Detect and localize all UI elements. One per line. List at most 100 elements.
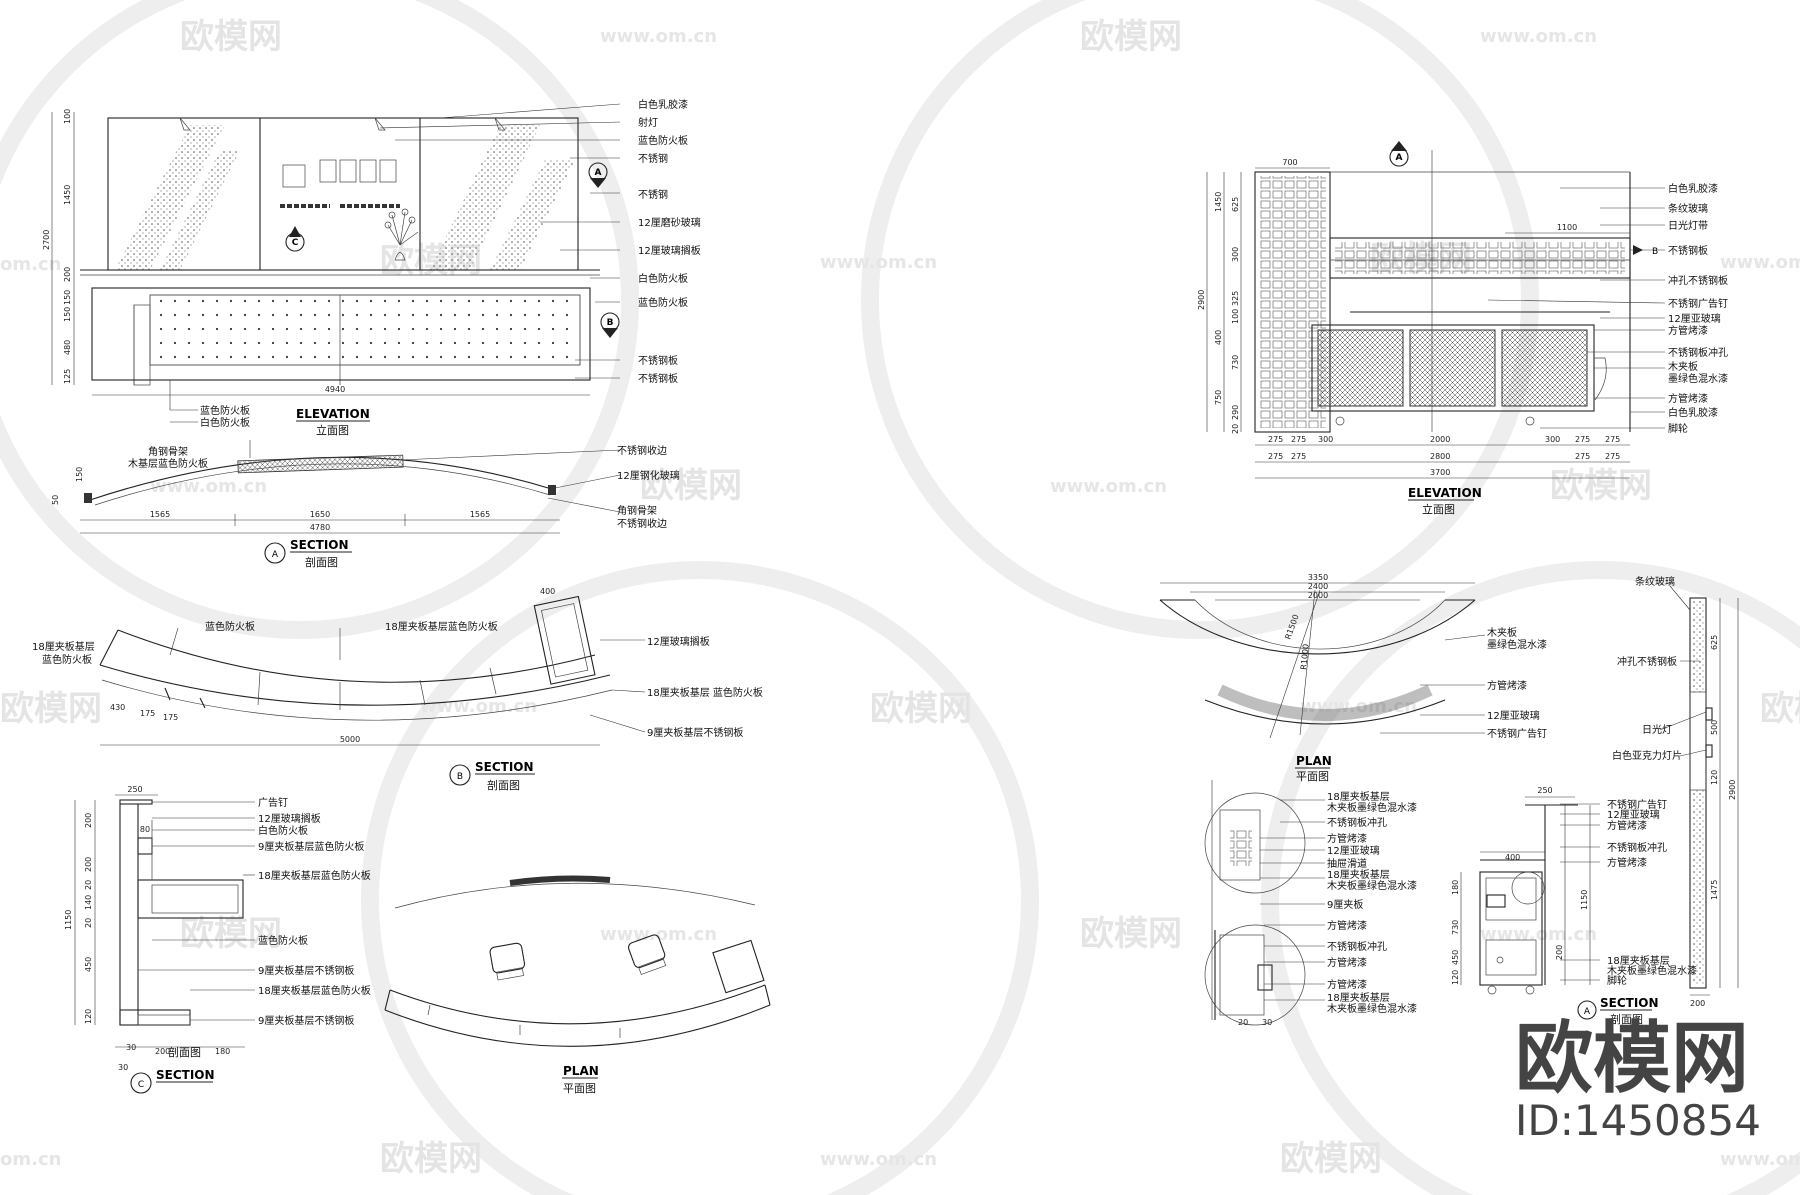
material-callouts	[1487, 187, 1666, 429]
section-marker-a: A	[1389, 141, 1409, 167]
section-marker-a: A	[588, 162, 608, 188]
svg-text:木夹板: 木夹板	[1668, 360, 1698, 373]
brand-name: 欧模网	[1515, 1014, 1749, 1104]
view-title: PLAN	[563, 1064, 599, 1078]
svg-text:120: 120	[1451, 970, 1460, 985]
watermark-url: www.om.cn	[150, 476, 267, 497]
svg-text:抽屉滑道: 抽屉滑道	[1327, 857, 1367, 870]
view-subtitle: 剖面图	[1610, 1012, 1643, 1026]
svg-text:1150: 1150	[1580, 890, 1589, 910]
watermark-url: www.om.cn	[820, 1149, 937, 1170]
svg-text:18厘夹板基层蓝色防火板: 18厘夹板基层蓝色防火板	[258, 984, 371, 997]
svg-text:730: 730	[1451, 920, 1460, 935]
svg-text:80: 80	[140, 825, 150, 834]
svg-text:日光灯: 日光灯	[1642, 723, 1672, 736]
svg-text:290: 290	[1231, 405, 1240, 420]
svg-text:白色防火板: 白色防火板	[258, 824, 308, 837]
svg-text:木夹板墨绿色混水漆: 木夹板墨绿色混水漆	[1607, 964, 1697, 977]
svg-text:R1000: R1000	[1299, 643, 1311, 670]
view-title: SECTION	[290, 538, 349, 552]
svg-text:750: 750	[1214, 390, 1223, 405]
watermark-brand: 欧模网	[640, 466, 742, 506]
label: 射灯	[638, 117, 658, 129]
svg-text:方管烤漆: 方管烤漆	[1668, 392, 1708, 405]
svg-text:角钢骨架: 角钢骨架	[148, 445, 188, 458]
svg-text:A: A	[595, 168, 602, 178]
view-subtitle: 平面图	[1296, 770, 1329, 783]
section-marker-a: A	[264, 542, 286, 564]
label: 蓝色防火板	[638, 134, 688, 147]
svg-text:20: 20	[84, 918, 93, 928]
svg-text:450: 450	[1451, 950, 1460, 965]
svg-text:1450: 1450	[63, 185, 72, 205]
svg-text:2900: 2900	[1728, 780, 1737, 800]
svg-text:18厘夹板基层: 18厘夹板基层	[1607, 954, 1670, 967]
view-subtitle: 剖面图	[487, 778, 520, 792]
svg-text:30: 30	[1262, 1018, 1272, 1027]
svg-text:4780: 4780	[310, 523, 330, 532]
watermark-url: www.om.cn	[1720, 1149, 1800, 1170]
svg-text:蓝色防火板: 蓝色防火板	[200, 404, 250, 417]
svg-text:不锈钢收边: 不锈钢收边	[617, 444, 667, 457]
svg-text:500: 500	[1710, 720, 1719, 735]
watermark-url: www.om.cn	[1720, 252, 1800, 273]
watermark-brand: 欧模网	[380, 1139, 482, 1179]
svg-text:不锈钢板冲孔: 不锈钢板冲孔	[1327, 940, 1387, 953]
svg-text:18厘夹板基层: 18厘夹板基层	[1327, 868, 1390, 881]
svg-text:12厘亚玻璃: 12厘亚玻璃	[1487, 709, 1540, 722]
label: 白色乳胶漆	[638, 98, 688, 111]
view-subtitle: 剖面图	[168, 1045, 201, 1059]
watermark-brand: 欧模网	[1550, 466, 1652, 506]
section-marker-b: B	[1633, 245, 1658, 257]
section-marker-c: C	[285, 226, 305, 252]
svg-text:125: 125	[63, 369, 72, 384]
watermark-url: www.om.cn	[1480, 924, 1597, 945]
vertical-dimensions: 2700 100 1450 200 150 150 480 125	[42, 109, 75, 385]
svg-text:不锈钢板冲孔: 不锈钢板冲孔	[1327, 816, 1387, 829]
svg-text:方管烤漆: 方管烤漆	[1607, 856, 1647, 869]
label: 不锈钢	[638, 152, 668, 165]
svg-text:250: 250	[127, 785, 142, 794]
svg-text:200: 200	[1555, 945, 1564, 960]
svg-text:150: 150	[63, 307, 72, 322]
svg-text:木夹板墨绿色混水漆: 木夹板墨绿色混水漆	[1327, 1002, 1417, 1015]
view-title: PLAN	[1296, 754, 1332, 768]
svg-text:C: C	[292, 238, 299, 248]
svg-text:2000: 2000	[1308, 591, 1328, 600]
svg-text:200: 200	[84, 813, 93, 828]
svg-text:275: 275	[1268, 435, 1283, 444]
svg-text:不锈钢广告钉: 不锈钢广告钉	[1607, 798, 1667, 811]
svg-text:不锈钢广告钉: 不锈钢广告钉	[1487, 727, 1547, 740]
svg-text:30: 30	[118, 1063, 128, 1072]
svg-text:100: 100	[1231, 309, 1240, 324]
svg-text:200: 200	[155, 1047, 170, 1056]
svg-text:400: 400	[540, 587, 555, 596]
svg-text:角钢骨架: 角钢骨架	[617, 504, 657, 517]
svg-text:方管烤漆: 方管烤漆	[1327, 956, 1367, 969]
svg-text:墨绿色混水漆: 墨绿色混水漆	[1487, 638, 1547, 651]
view-title: SECTION	[475, 760, 534, 774]
svg-text:日光灯带: 日光灯带	[1668, 219, 1708, 232]
material-callouts	[1380, 634, 1486, 734]
svg-text:3350: 3350	[1308, 573, 1328, 582]
svg-text:430: 430	[110, 703, 125, 712]
svg-text:方管烤漆: 方管烤漆	[1327, 832, 1367, 845]
watermark-brand: 欧模网	[1280, 1139, 1382, 1179]
svg-text:B: B	[607, 318, 614, 328]
watermark-brand: 欧模网	[180, 17, 282, 57]
svg-text:200: 200	[84, 857, 93, 872]
svg-text:120: 120	[84, 1009, 93, 1024]
view-title: SECTION	[1600, 996, 1659, 1010]
svg-text:250: 250	[1537, 786, 1552, 795]
svg-text:2700: 2700	[42, 230, 51, 250]
watermark-url: www.om.cn	[420, 696, 537, 717]
svg-text:275: 275	[1575, 452, 1590, 461]
svg-text:180: 180	[1451, 880, 1460, 895]
label: 白色防火板	[638, 272, 688, 285]
svg-text:275: 275	[1291, 452, 1306, 461]
svg-text:A: A	[1584, 1007, 1591, 1017]
svg-text:480: 480	[63, 340, 72, 355]
chair-icon	[489, 942, 526, 981]
svg-text:1650: 1650	[310, 510, 330, 519]
